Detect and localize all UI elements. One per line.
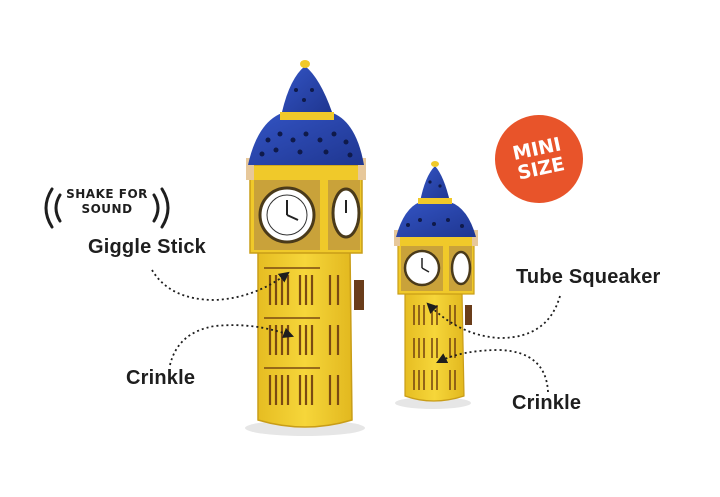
arrow-giggle-stick (151, 269, 290, 301)
callout-arrows (151, 269, 561, 393)
shake-for-sound-label: SHAKE FOR SOUND (62, 187, 152, 217)
large-big-ben-toy (245, 60, 366, 436)
arrow-crinkle-small (436, 349, 549, 393)
shake-line-2: SOUND (81, 202, 133, 216)
shake-line-1: SHAKE FOR (66, 187, 148, 201)
sound-waves-icon (44, 187, 170, 229)
tube-squeaker-label: Tube Squeaker (516, 266, 661, 288)
crinkle-large-label: Crinkle (126, 367, 196, 389)
mini-big-ben-toy (394, 161, 478, 409)
giggle-stick-label: Giggle Stick (88, 236, 206, 258)
arrow-tube-squeaker (426, 295, 561, 339)
crinkle-small-label: Crinkle (512, 392, 582, 414)
